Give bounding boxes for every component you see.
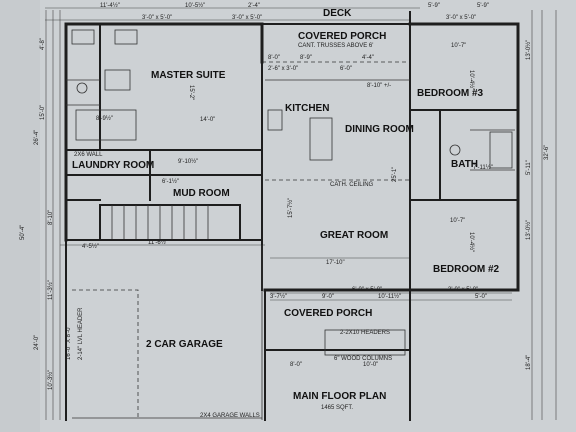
note-cath-ceiling: CATH. CEILING [330,182,374,188]
dim-left-5: 8'-10" [48,210,54,225]
room-label-bedroom-3: BEDROOM #3 [417,88,484,99]
room-label-main-floor-plan: MAIN FLOOR PLAN [293,391,386,402]
room-label-dining-room: DINING ROOM [345,124,414,135]
dim-ms-1: 3'-0" x 5'-0" [142,15,172,21]
dim-top-1: 11'-4½" [100,2,120,9]
dim-k-1: 8'-10" +/- [367,83,391,89]
dim-left-4: 50'-4" [20,225,26,240]
dim-right-2: 32'-6" [544,145,550,160]
dim-porch-2: 6'-0" [340,66,352,72]
dim-left-2: 15'-0" [40,105,46,120]
room-label-kitchen: KITCHEN [285,103,329,114]
note-headers: 2-2X10 HEADERS [340,330,390,336]
dimension-labels: 11'-4½" 10'-5½" 2'-4" 5'-9" 5'-9" 3'-0" … [20,2,550,390]
note-x-header: 16'-0" X 8'-0" [66,325,72,360]
dim-gr-2: 17'-10" [326,260,345,266]
room-label-bath: BATH [451,159,478,170]
dim-fp-1: 3'-7½" [270,293,287,300]
dim-b3-2: 10'-4½" [468,70,475,90]
dim-top-3: 2'-4" [248,3,260,9]
dim-right-5: 5'-11" [526,160,532,175]
room-label-master-suite: MASTER SUITE [151,70,226,81]
walls [64,11,520,421]
dim-right-4: 18'-4" [526,355,532,370]
room-label-laundry-room: LAUNDRY ROOM [72,160,154,171]
room-label-mud-room: MUD ROOM [173,188,230,199]
dim-top-5: 5'-9" [477,3,489,9]
dim-win-k: 2'-6" x 3'-0" [268,66,298,72]
note-vl-header: 2-14" LVL HEADER [78,307,84,360]
dim-fp-3: 10'-11½" [378,293,401,300]
dim-lr-1: 9'-10½" [178,158,198,165]
room-labels: DECK COVERED PORCH CANT. TRUSSES ABOVE 6… [66,8,500,419]
room-label-covered-porch-rear: COVERED PORCH [298,31,386,42]
dim-left-8: 10'-3½" [47,370,54,390]
dim-ms-8: 8'-9½" [96,115,113,122]
dimension-lines [45,7,557,420]
dim-top-2: 10'-5½" [185,2,205,9]
note-bath-dim: 7'-11½" [473,164,493,171]
dim-porch-1: 8'-9" [300,55,312,61]
dim-fp-6: 10'-0" [363,362,378,368]
note-garage-walls: 2X4 GARAGE WALLS [200,413,260,419]
dim-mr-3: 4'-5½" [82,243,99,250]
dim-fp-w1: 6'-0" x 5'-0" [352,287,382,293]
dim-ms-14: 14'-0" [200,117,215,123]
dim-fp-2: 9'-0" [322,294,334,300]
note-sqft: 1465 SQFT. [321,405,353,411]
dim-ms-2: 3'-0" x 5'-0" [232,15,262,21]
dim-right-1: 13'-0½" [525,40,532,60]
dim-left-6: 11'-3½" [47,280,54,300]
dim-right-3: 13'-0½" [525,220,532,240]
dim-gr-1: 15'-7½" [287,198,294,218]
paper-sheet [40,0,576,432]
dim-fp-5: 8'-0" [290,362,302,368]
dim-left-3: 26'-4" [34,130,40,145]
dim-left-7: 24'-0" [34,335,40,350]
dim-ms-depth: 15'-2" [188,85,194,100]
room-label-covered-porch-front: COVERED PORCH [284,308,372,319]
room-label-bedroom-2: BEDROOM #2 [433,264,500,275]
dim-mr-2: 11'-6½" [148,239,168,246]
stair-treads [111,205,209,240]
room-label-great-room: GREAT ROOM [320,230,388,241]
room-label-garage: 2 CAR GARAGE [146,339,223,350]
dim-left-1: 4'-8" [40,38,46,50]
dim-fp-w2: 3'-0" x 5'-0" [448,287,478,293]
dim-porch-3: 4'-4" [362,55,374,61]
dim-b3-1: 10'-7" [451,43,466,49]
dim-fp-4: 5'-0" [475,294,487,300]
room-label-deck: DECK [323,8,352,19]
dim-mr-1: 6'-1½" [162,178,179,185]
dim-b3-w: 3'-0" x 5'-0" [446,15,476,21]
dim-top-4: 5'-9" [428,3,440,9]
note-wood-columns: 6" WOOD COLUMNS [334,356,392,362]
note-wall-2x6: 2X6 WALL [74,152,103,158]
dim-porch-4: 8'-0" [268,55,280,61]
note-cant-trusses: CANT. TRUSSES ABOVE 6' [298,43,373,49]
dim-b2-2: 10'-4½" [468,232,475,252]
dim-gr-3: 25'-1" [392,167,398,182]
dim-b2-1: 10'-7" [450,218,465,224]
